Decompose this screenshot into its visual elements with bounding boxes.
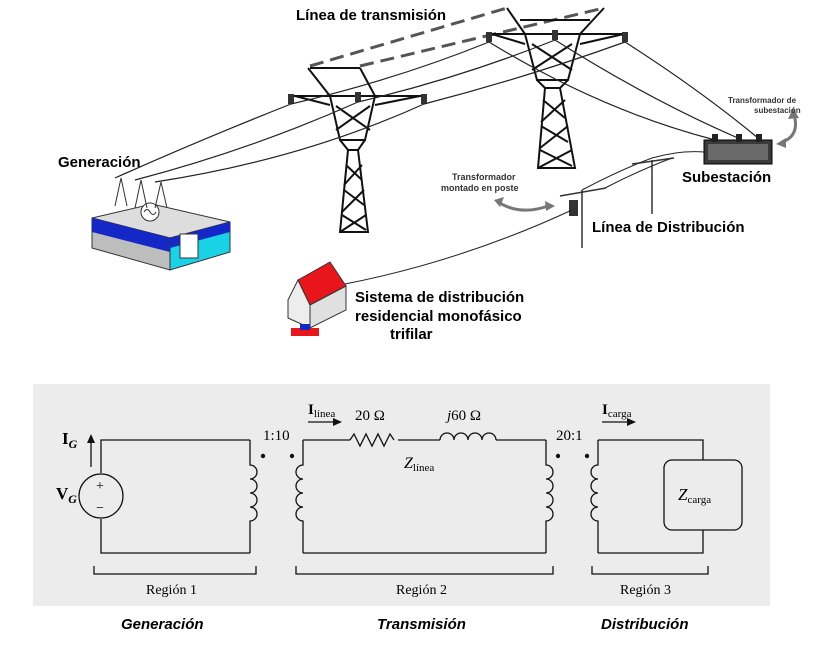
source-plus: + xyxy=(96,479,104,494)
transmission-tower-2 xyxy=(488,7,628,169)
transformer1-secondary-coil xyxy=(295,440,304,553)
insulator xyxy=(486,32,492,42)
transformer2-primary-coil xyxy=(545,440,554,553)
residential-house xyxy=(287,261,347,336)
arrowhead xyxy=(494,197,504,207)
circuit-background xyxy=(33,384,770,606)
region3-label: Región 3 xyxy=(620,583,671,598)
voltage-source xyxy=(78,473,124,519)
region3-bracket xyxy=(591,566,709,575)
pole-transformer-arrow xyxy=(497,200,549,212)
substation-transformer-label: subestación xyxy=(754,106,801,115)
iline-label: Ilínea xyxy=(308,402,335,420)
insulator xyxy=(622,32,628,42)
transformer1-primary-coil xyxy=(249,440,258,553)
residential-system-label: residencial monofásico xyxy=(355,308,522,325)
ig-label: IG xyxy=(62,429,78,451)
zload-label: Zcarga xyxy=(678,485,711,506)
distribution-line-label: Línea de Distribución xyxy=(592,219,745,236)
region1-wire xyxy=(100,439,250,554)
polarity-dot xyxy=(584,453,590,459)
pole-transformer-label: Transformador xyxy=(452,172,516,182)
generation-label: Generación xyxy=(58,154,141,171)
arrowhead xyxy=(788,108,799,119)
equivalent-circuit: IG VG + − 1:10 Ilínea 20 Ω j60 Ω Zlínea … xyxy=(33,384,770,606)
substation-transformer xyxy=(703,134,773,165)
insulator xyxy=(552,30,558,40)
distribution-wires xyxy=(339,151,705,286)
resistance-label: 20 Ω xyxy=(355,408,385,424)
caption-generation: Generación xyxy=(121,616,204,633)
region1-label: Región 1 xyxy=(146,583,197,598)
distribution-pole xyxy=(559,157,675,248)
polarity-dot xyxy=(260,453,266,459)
arrowhead xyxy=(333,418,342,426)
residential-system-label: Sistema de distribución xyxy=(355,289,524,306)
arrowhead xyxy=(627,418,636,426)
pole-transformer-label: montado en poste xyxy=(441,183,519,193)
region3-wire xyxy=(598,439,704,554)
power-system-illustration: Línea de transmisión Generación Transfor… xyxy=(58,6,801,343)
shield-wire xyxy=(309,6,508,68)
arrowhead xyxy=(87,434,95,443)
load-impedance-box xyxy=(663,459,743,531)
polarity-dot xyxy=(555,453,561,459)
insulator xyxy=(288,94,294,104)
iload-label: Icarga xyxy=(602,402,632,420)
region2-label: Región 2 xyxy=(396,583,447,598)
insulator xyxy=(355,92,361,102)
arrowhead xyxy=(545,201,555,211)
arrowhead xyxy=(776,138,786,148)
reactance-label: j60 Ω xyxy=(445,408,481,424)
residential-system-label: trifilar xyxy=(390,326,433,343)
ratio2-label: 20:1 xyxy=(556,428,583,444)
caption-transmission: Transmisión xyxy=(377,616,466,633)
transformer2-secondary-coil xyxy=(590,440,599,553)
region1-bracket xyxy=(93,566,257,575)
polarity-dot xyxy=(289,453,295,459)
pole-transformer xyxy=(569,200,578,216)
line-resistor xyxy=(349,432,395,448)
caption-distribution: Distribución xyxy=(601,616,689,633)
zline-label: Zlínea xyxy=(404,455,434,474)
region2-bracket xyxy=(295,566,554,575)
transmission-line-label: Línea de transmisión xyxy=(296,7,446,24)
generation-plant xyxy=(91,177,231,271)
vg-label: VG xyxy=(56,484,77,506)
ratio1-label: 1:10 xyxy=(263,428,290,444)
source-minus: − xyxy=(96,501,104,516)
line-inductor xyxy=(439,432,497,441)
phase-conductors xyxy=(114,39,759,183)
insulator xyxy=(421,94,427,104)
substation-label: Subestación xyxy=(682,169,771,186)
substation-transformer-label: Transformador de xyxy=(728,96,797,105)
